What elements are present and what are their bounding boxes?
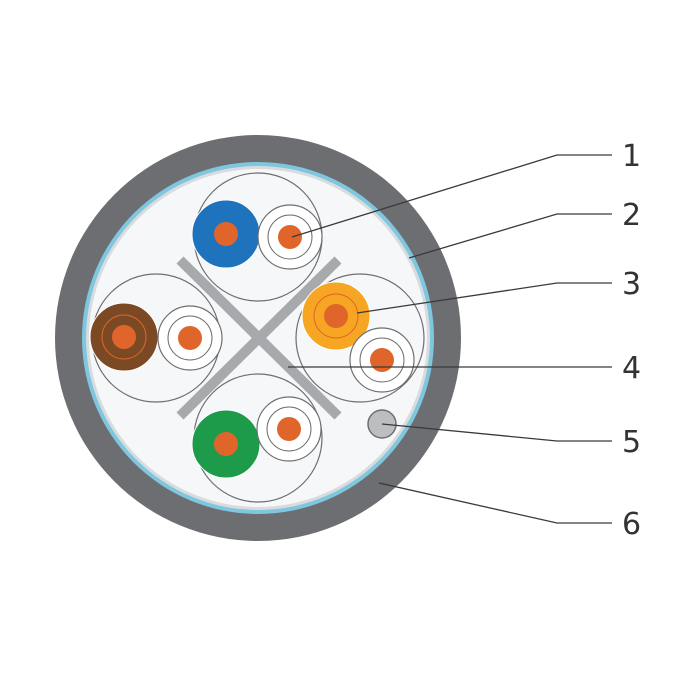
leader-line-2 bbox=[408, 213, 612, 259]
leader-lines bbox=[288, 154, 612, 524]
callout-label-1: 1 bbox=[622, 139, 641, 174]
callout-labels: 1 2 3 4 5 6 bbox=[622, 139, 641, 542]
conductor-orange bbox=[324, 304, 348, 328]
wire-green-white-inner bbox=[266, 406, 312, 452]
callout-label-2: 2 bbox=[622, 198, 641, 233]
pair-separator bbox=[176, 256, 342, 420]
conductor-brown-white bbox=[178, 326, 202, 350]
wire-brown-white-inner bbox=[167, 315, 213, 361]
conductor-orange-white bbox=[370, 348, 394, 372]
conductor-brown bbox=[112, 325, 136, 349]
wire-blue-white-inner bbox=[267, 214, 313, 260]
callout-label-6: 6 bbox=[622, 507, 641, 542]
wire-brown-ring bbox=[101, 314, 147, 360]
leader-line-5 bbox=[381, 423, 612, 442]
callout-label-4: 4 bbox=[622, 351, 641, 386]
conductor-green bbox=[214, 432, 238, 456]
callout-label-3: 3 bbox=[622, 267, 641, 302]
conductor-green-white bbox=[277, 417, 301, 441]
wire-orange-ring bbox=[313, 293, 359, 339]
callout-label-5: 5 bbox=[622, 425, 641, 460]
conductor-blue bbox=[214, 222, 238, 246]
leader-line-3 bbox=[356, 282, 612, 314]
wire-orange-white-inner bbox=[359, 337, 405, 383]
pair-blue bbox=[191, 199, 323, 270]
conductor-blue-white bbox=[278, 225, 302, 249]
leader-line-6 bbox=[378, 482, 612, 524]
pair-orange bbox=[301, 281, 415, 393]
leader-line-1 bbox=[291, 154, 612, 238]
pair-brown bbox=[89, 302, 223, 372]
pair-group-orange bbox=[295, 273, 425, 403]
pair-green bbox=[191, 396, 322, 479]
